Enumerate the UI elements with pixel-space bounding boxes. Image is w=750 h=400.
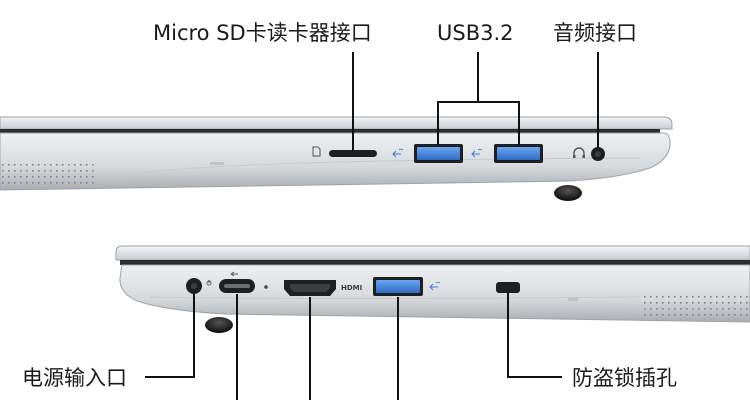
headphone-icon [573, 147, 585, 158]
micro-sd-slot [329, 150, 377, 157]
label-usb: USB3.2 [437, 21, 514, 45]
usb-ss-icon [471, 148, 483, 158]
lead-usb [437, 52, 520, 145]
label-lock: 防盗锁插孔 [572, 366, 677, 390]
speaker-grille-right [640, 296, 750, 318]
lid-edge [0, 116, 673, 130]
label-power: 电源输入口 [22, 366, 127, 390]
usb-ss-icon [392, 148, 404, 158]
lid-edge [115, 245, 750, 261]
usb-ss-icon [429, 281, 441, 291]
base-body [119, 264, 750, 323]
label-audio: 音频接口 [553, 21, 637, 45]
laptop-left-side-view: HDMI [115, 245, 750, 333]
speaker-grille-left [0, 164, 95, 186]
rubber-foot [554, 185, 582, 201]
power-symbol-icon [206, 280, 212, 286]
security-lock-slot [496, 282, 520, 293]
hinge-gap [120, 260, 750, 265]
status-led [264, 285, 268, 289]
base-body [0, 132, 671, 191]
label-card-reader: Micro SD卡读卡器接口 [153, 21, 372, 45]
usb-ss-icon [230, 271, 238, 277]
lead-power [145, 294, 195, 378]
rubber-foot [205, 317, 233, 333]
hdmi-mark: HDMI [341, 284, 362, 292]
sd-card-icon [312, 146, 321, 157]
lead-lock [507, 293, 562, 378]
hinge-gap [0, 129, 660, 133]
laptop-right-side-view [0, 116, 673, 201]
